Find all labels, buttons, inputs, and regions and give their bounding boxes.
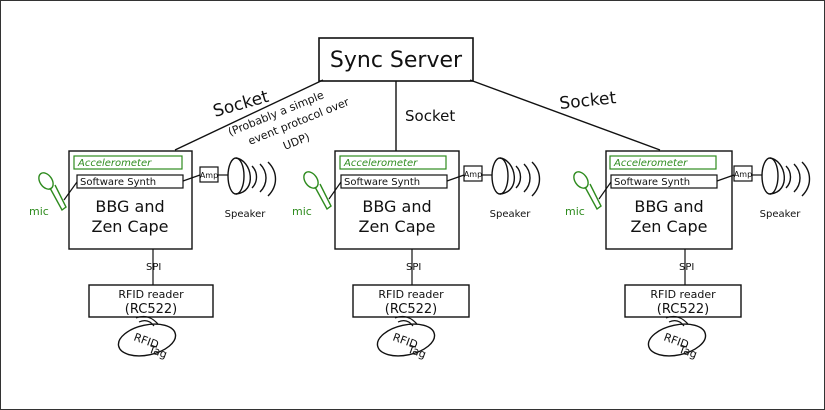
amp-label: Amp (464, 170, 482, 179)
board-box (68, 150, 193, 250)
sync-server: Sync Server (318, 37, 474, 82)
rfid-reader-box (88, 284, 214, 318)
node-2: Accelerometer Software Synth BBG and Zen… (292, 150, 541, 361)
mic-label: mic (292, 205, 312, 218)
software-synth-box (76, 174, 184, 189)
rfid-tag-label-line2: Tag (676, 342, 699, 361)
amp-box (463, 165, 483, 182)
node-3: Accelerometer Software Synth BBG and Zen… (565, 150, 811, 361)
amp-box (733, 165, 753, 182)
software-synth-box (610, 174, 718, 189)
mic-wire (598, 181, 612, 200)
accelerometer-box (609, 155, 717, 170)
mic-icon (303, 171, 332, 211)
socket-link-3 (469, 79, 661, 151)
amp-label: Amp (200, 171, 218, 180)
spi-label: SPI (146, 262, 161, 273)
socket-label-3: Socket (558, 88, 617, 114)
accelerometer-box (73, 155, 183, 170)
rfid-reader-label-line2: (RC522) (657, 302, 709, 317)
mic-wire (63, 181, 78, 201)
socket-note-line-3: UDP) (281, 130, 311, 152)
spi-label: SPI (406, 262, 421, 273)
speaker-label: Speaker (490, 209, 532, 220)
rfid-reader-label-line1: RFID reader (378, 288, 444, 301)
rfid-reader-box (352, 284, 470, 318)
mic-label: mic (565, 205, 585, 218)
rfid-tag-label-line2: Tag (146, 342, 169, 361)
rfid-reader-label-line1: RFID reader (118, 288, 184, 301)
rfid-reader-box (624, 284, 742, 318)
mic-icon (38, 172, 67, 212)
spi-label: SPI (679, 262, 694, 273)
board-label-line1: BBG and (362, 197, 431, 216)
amp-label: Amp (734, 170, 752, 179)
accelerometer-label: Accelerometer (343, 158, 418, 169)
software-synth-label: Software Synth (344, 177, 420, 188)
rfid-tag-ellipse (647, 323, 707, 357)
speaker-icon (761, 157, 811, 197)
software-synth-label: Software Synth (80, 177, 156, 188)
board-label-line2: Zen Cape (630, 217, 707, 236)
sync-server-label: Sync Server (330, 48, 463, 73)
rfid-reader-label-line2: (RC522) (125, 302, 177, 317)
mic-wire (328, 181, 342, 200)
board-label-line2: Zen Cape (91, 217, 168, 236)
rfid-tag-label-line2: Tag (405, 342, 428, 361)
speaker-label: Speaker (225, 209, 267, 220)
synth-amp-wire (716, 174, 735, 182)
speaker-icon (491, 157, 541, 197)
rfid-reader-label-line1: RFID reader (650, 288, 716, 301)
node-1: Accelerometer Software Synth BBG and Zen… (29, 150, 277, 361)
mic-label: mic (29, 205, 49, 218)
rfid-reader-label-line2: (RC522) (385, 302, 437, 317)
software-synth-label: Software Synth (614, 177, 690, 188)
synth-amp-wire (446, 174, 465, 182)
accelerometer-label: Accelerometer (613, 158, 688, 169)
socket-label-2: Socket (405, 107, 455, 125)
board-label-line1: BBG and (95, 197, 164, 216)
speaker-label: Speaker (760, 209, 802, 220)
accelerometer-label: Accelerometer (77, 158, 152, 169)
socket-link-1 (174, 79, 324, 151)
board-box (605, 150, 733, 250)
rfid-tag-ellipse (376, 323, 436, 357)
speaker-icon (227, 157, 277, 197)
board-box (334, 150, 460, 250)
board-label-line1: BBG and (634, 197, 703, 216)
accelerometer-box (339, 155, 447, 170)
software-synth-box (340, 174, 448, 189)
mic-icon (573, 171, 602, 211)
board-label-line2: Zen Cape (358, 217, 435, 236)
rfid-tag-ellipse (117, 323, 177, 357)
synth-amp-wire (182, 174, 201, 182)
